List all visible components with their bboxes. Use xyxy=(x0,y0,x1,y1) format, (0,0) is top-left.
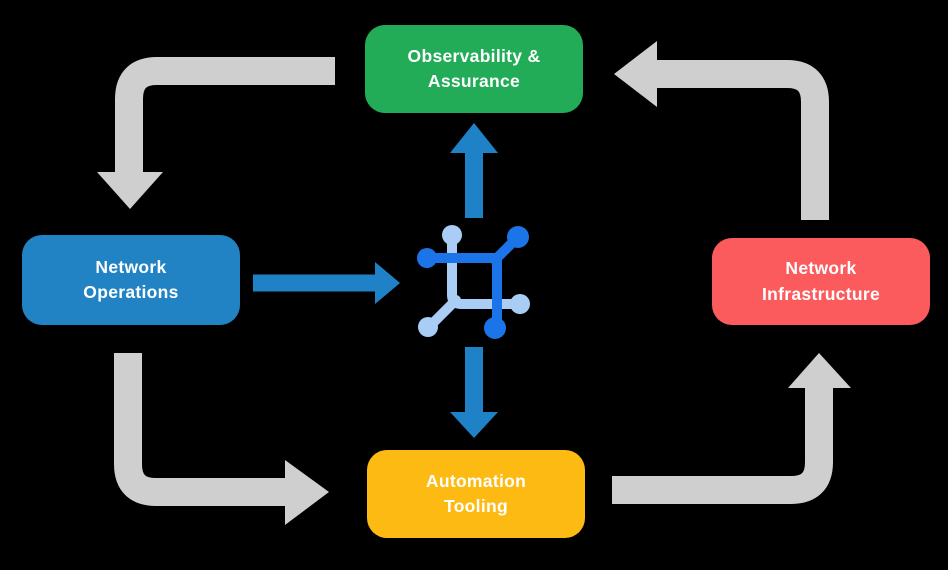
node-label-line: Infrastructure xyxy=(762,283,880,304)
arrow-infrastructure-to-observability-shaft xyxy=(656,60,829,220)
arrow-operations-to-center-head xyxy=(375,262,400,304)
node-observability: Observability & Assurance xyxy=(365,25,583,113)
node-automation-tooling: Automation Tooling xyxy=(367,450,585,538)
arrow-center-to-observability-head xyxy=(450,123,498,153)
arrow-operations-to-automation-head xyxy=(285,460,329,525)
node-label-line: Network xyxy=(95,256,167,277)
node-network-infrastructure: Network Infrastructure xyxy=(712,238,930,325)
arrow-operations-to-automation-shaft xyxy=(114,353,287,506)
node-network-operations: Network Operations xyxy=(22,235,240,325)
arrow-observability-to-operations-shaft xyxy=(115,57,335,174)
arrow-infrastructure-to-observability-head xyxy=(614,41,657,107)
node-label-line: Automation xyxy=(425,470,527,491)
node-label-line: Assurance xyxy=(427,71,521,91)
node-label-line: Operations xyxy=(83,282,179,302)
arrow-center-to-automation-head xyxy=(450,412,498,438)
arrow-observability-to-operations-head xyxy=(97,172,163,209)
node-label-line: Observability & xyxy=(407,45,541,66)
arrow-automation-to-infrastructure-head xyxy=(788,353,851,388)
network-mesh-icon xyxy=(417,225,530,339)
arrow-automation-to-infrastructure-shaft xyxy=(612,386,833,504)
node-label-line: Tooling xyxy=(444,496,508,516)
node-label-line: Network xyxy=(785,258,857,279)
